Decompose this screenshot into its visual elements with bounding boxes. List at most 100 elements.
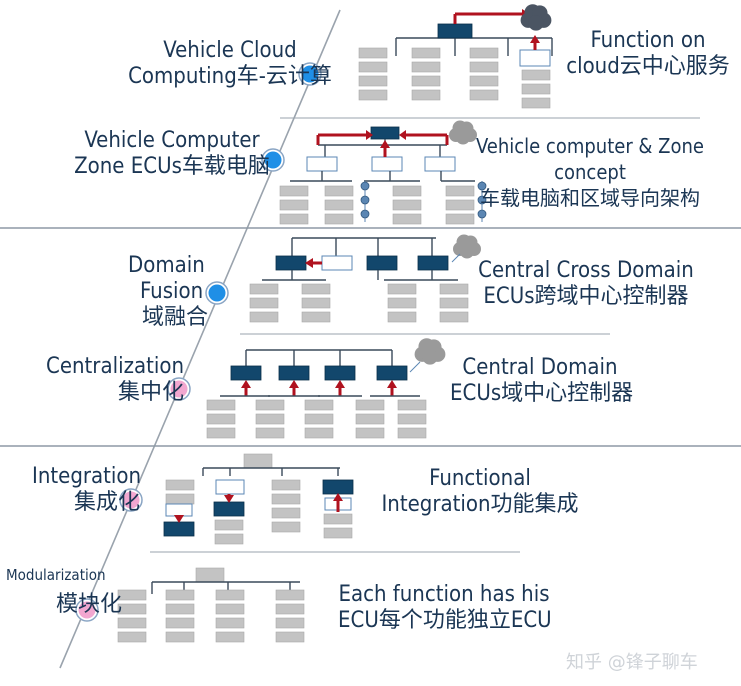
ecu-box <box>469 61 499 73</box>
arrow-up <box>335 380 345 388</box>
connector-dot <box>360 195 370 205</box>
ecu-box <box>323 527 353 539</box>
arrow-left <box>305 258 313 268</box>
arrow-up <box>289 380 299 388</box>
gateway-box <box>195 567 225 583</box>
ecu-box <box>255 399 285 411</box>
domain-controller <box>278 365 310 381</box>
ecu-box <box>411 89 441 101</box>
ecu-box <box>397 427 427 439</box>
ecu-box <box>206 399 236 411</box>
ecu-box <box>206 413 236 425</box>
arrow-left <box>399 130 406 140</box>
ecu-box <box>117 631 147 643</box>
ecu-box <box>214 533 244 545</box>
ecu-box <box>324 213 354 225</box>
cloud-icon <box>460 244 474 259</box>
controller-box <box>165 503 193 517</box>
ecu-box <box>271 493 301 505</box>
ecu-box <box>445 185 475 197</box>
ecu-box <box>387 283 417 295</box>
ecu-box <box>165 589 195 601</box>
gateway-box <box>243 453 273 469</box>
connector-dot <box>477 209 487 219</box>
ecu-box <box>324 185 354 197</box>
ecu-box <box>215 631 245 643</box>
ecu-box <box>275 617 305 629</box>
cloud-icon <box>528 15 544 31</box>
ecu-box <box>397 399 427 411</box>
stage-marker-zone <box>264 151 282 169</box>
ecu-box <box>249 297 279 309</box>
ecu-box <box>355 413 385 425</box>
stage-marker-integration <box>122 491 140 509</box>
ecu-box <box>521 69 551 81</box>
ecu-box <box>279 213 309 225</box>
domain-controller <box>366 255 398 271</box>
ecu-box <box>355 399 385 411</box>
ecu-box <box>117 603 147 615</box>
domain-controller <box>213 501 245 517</box>
arrow-up <box>530 35 540 43</box>
ecu-box <box>301 311 331 323</box>
domain-controller <box>230 365 262 381</box>
ecu-box <box>469 89 499 101</box>
ecu-box <box>392 213 422 225</box>
ecu-box <box>271 479 301 491</box>
controller-box <box>519 49 551 67</box>
connector-dot <box>360 209 370 219</box>
domain-controller <box>322 479 354 495</box>
ecu-box <box>521 97 551 109</box>
ecu-box <box>165 617 195 629</box>
ecu-box <box>411 75 441 87</box>
arrow-right <box>366 130 373 140</box>
domain-controller <box>437 23 473 39</box>
domain-controller <box>275 255 307 271</box>
ecu-box <box>275 589 305 601</box>
ecu-box <box>411 61 441 73</box>
controller-box <box>424 156 456 172</box>
arrow-up <box>387 380 397 388</box>
ecu-box <box>445 213 475 225</box>
ecu-box <box>301 297 331 309</box>
domain-controller <box>163 521 195 537</box>
ecu-box <box>215 617 245 629</box>
ecu-box <box>206 427 236 439</box>
ecu-box <box>411 47 441 59</box>
ecu-box <box>117 617 147 629</box>
ecu-box <box>387 311 417 323</box>
watermark: 知乎 @锋子聊车 <box>566 652 698 673</box>
controller-box <box>371 156 403 172</box>
ecu-box <box>117 589 147 601</box>
controller-box <box>306 156 338 172</box>
ecu-box <box>271 521 301 533</box>
ecu-box <box>324 199 354 211</box>
ecu-box <box>275 631 305 643</box>
cloud-icon <box>422 349 438 365</box>
ecu-box <box>249 283 279 295</box>
ecu-box <box>445 199 475 211</box>
ecu-box <box>165 631 195 643</box>
ecu-box <box>358 89 388 101</box>
cloud-icon <box>456 130 470 145</box>
ecu-box <box>439 283 469 295</box>
ecu-box <box>214 519 244 531</box>
arrow-up <box>333 493 343 501</box>
arrow-up <box>380 140 390 148</box>
connector-dot <box>360 181 370 191</box>
ecu-box <box>279 185 309 197</box>
ecu-box <box>304 427 334 439</box>
ecu-box <box>255 427 285 439</box>
ecu-box <box>165 603 195 615</box>
ecu-box <box>165 493 195 505</box>
